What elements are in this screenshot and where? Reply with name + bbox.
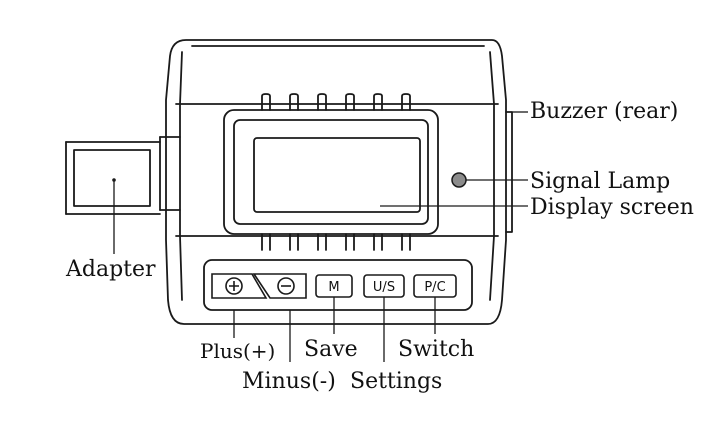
minus-button[interactable] <box>252 273 307 299</box>
save-button-label: M <box>328 280 339 295</box>
adapter-label: Adapter <box>65 257 156 282</box>
cooling-fins-top <box>261 93 411 111</box>
signal-lamp-label: Signal Lamp <box>530 169 670 194</box>
switch-label: Switch <box>398 337 474 362</box>
adapter-leader-dot <box>112 178 116 182</box>
device-body <box>165 39 507 325</box>
save-label: Save <box>304 337 358 362</box>
minus-label: Minus(-) <box>242 369 336 394</box>
plus-circle-icon <box>225 277 243 295</box>
display-screen-label: Display screen <box>530 195 694 220</box>
button-panel <box>203 259 473 311</box>
buzzer-tab <box>505 111 513 233</box>
minus-circle-icon <box>277 277 295 295</box>
display-frame <box>223 109 439 235</box>
signal-lamp <box>451 172 467 188</box>
settings-button-label: U/S <box>373 280 395 295</box>
switch-button-label: P/C <box>424 280 445 295</box>
plus-button[interactable] <box>211 273 268 299</box>
adapter-block <box>65 136 181 215</box>
buzzer-label: Buzzer (rear) <box>530 99 678 124</box>
plus-label: Plus(+) <box>200 339 275 363</box>
cooling-fins-bottom <box>261 233 411 251</box>
settings-label: Settings <box>350 369 442 394</box>
